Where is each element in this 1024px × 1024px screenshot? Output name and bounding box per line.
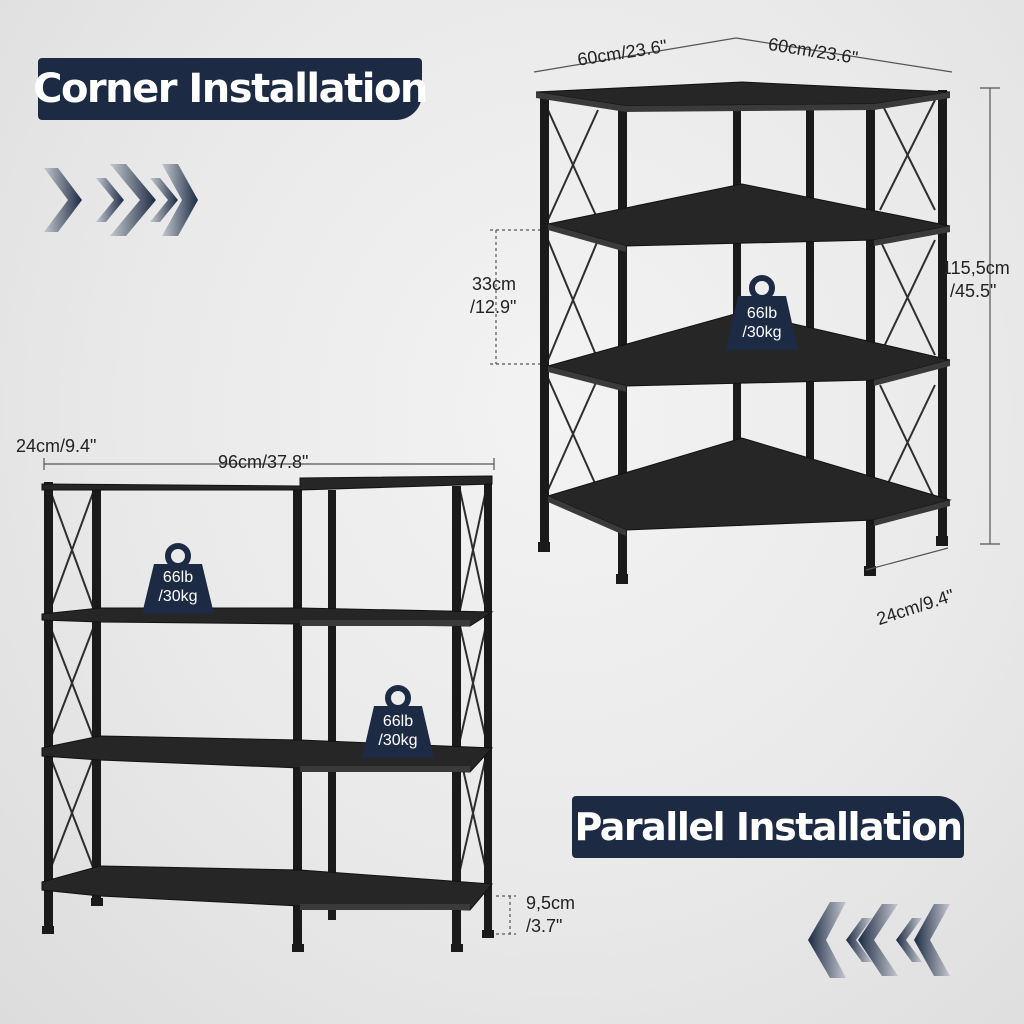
parallel-clearance-in-label: /3.7" xyxy=(526,916,563,936)
corner-shelf-gap-in-label: /12.9" xyxy=(470,297,517,317)
chevron-left-icon xyxy=(808,902,950,978)
parallel-load-1-kg: /30kg xyxy=(158,588,198,605)
corner-installation-banner: Corner Installation xyxy=(33,58,428,120)
parallel-load-2-label: 66lb /30kg xyxy=(363,712,433,750)
chevron-right-icon xyxy=(44,164,198,236)
corner-shelf-gap-cm-label: 33cm xyxy=(472,274,517,294)
weight-icon xyxy=(726,275,798,350)
parallel-load-2-lb: 66lb xyxy=(382,713,414,730)
corner-load-lb: 66lb xyxy=(746,305,778,322)
parallel-clearance-cm-label: 9,5cm xyxy=(526,893,576,913)
parallel-load-2-kg: /30kg xyxy=(378,732,418,749)
corner-load-label: 66lb /30kg xyxy=(727,304,797,342)
parallel-installation-banner: Parallel Installation xyxy=(572,796,964,858)
corner-height-cm-label: 115,5cm xyxy=(942,258,1010,278)
parallel-installation-title: Parallel Installation xyxy=(574,805,963,849)
parallel-load-1-lb: 66lb xyxy=(162,569,194,586)
weight-icon xyxy=(142,543,434,758)
parallel-width-label: 96cm/37.8" xyxy=(218,452,309,472)
corner-height-in-label: /45.5" xyxy=(950,281,997,301)
corner-installation-title: Corner Installation xyxy=(33,66,428,112)
parallel-depth-label: 24cm/9.4" xyxy=(16,436,97,456)
parallel-load-1-label: 66lb /30kg xyxy=(143,568,213,606)
corner-load-kg: /30kg xyxy=(742,324,782,341)
